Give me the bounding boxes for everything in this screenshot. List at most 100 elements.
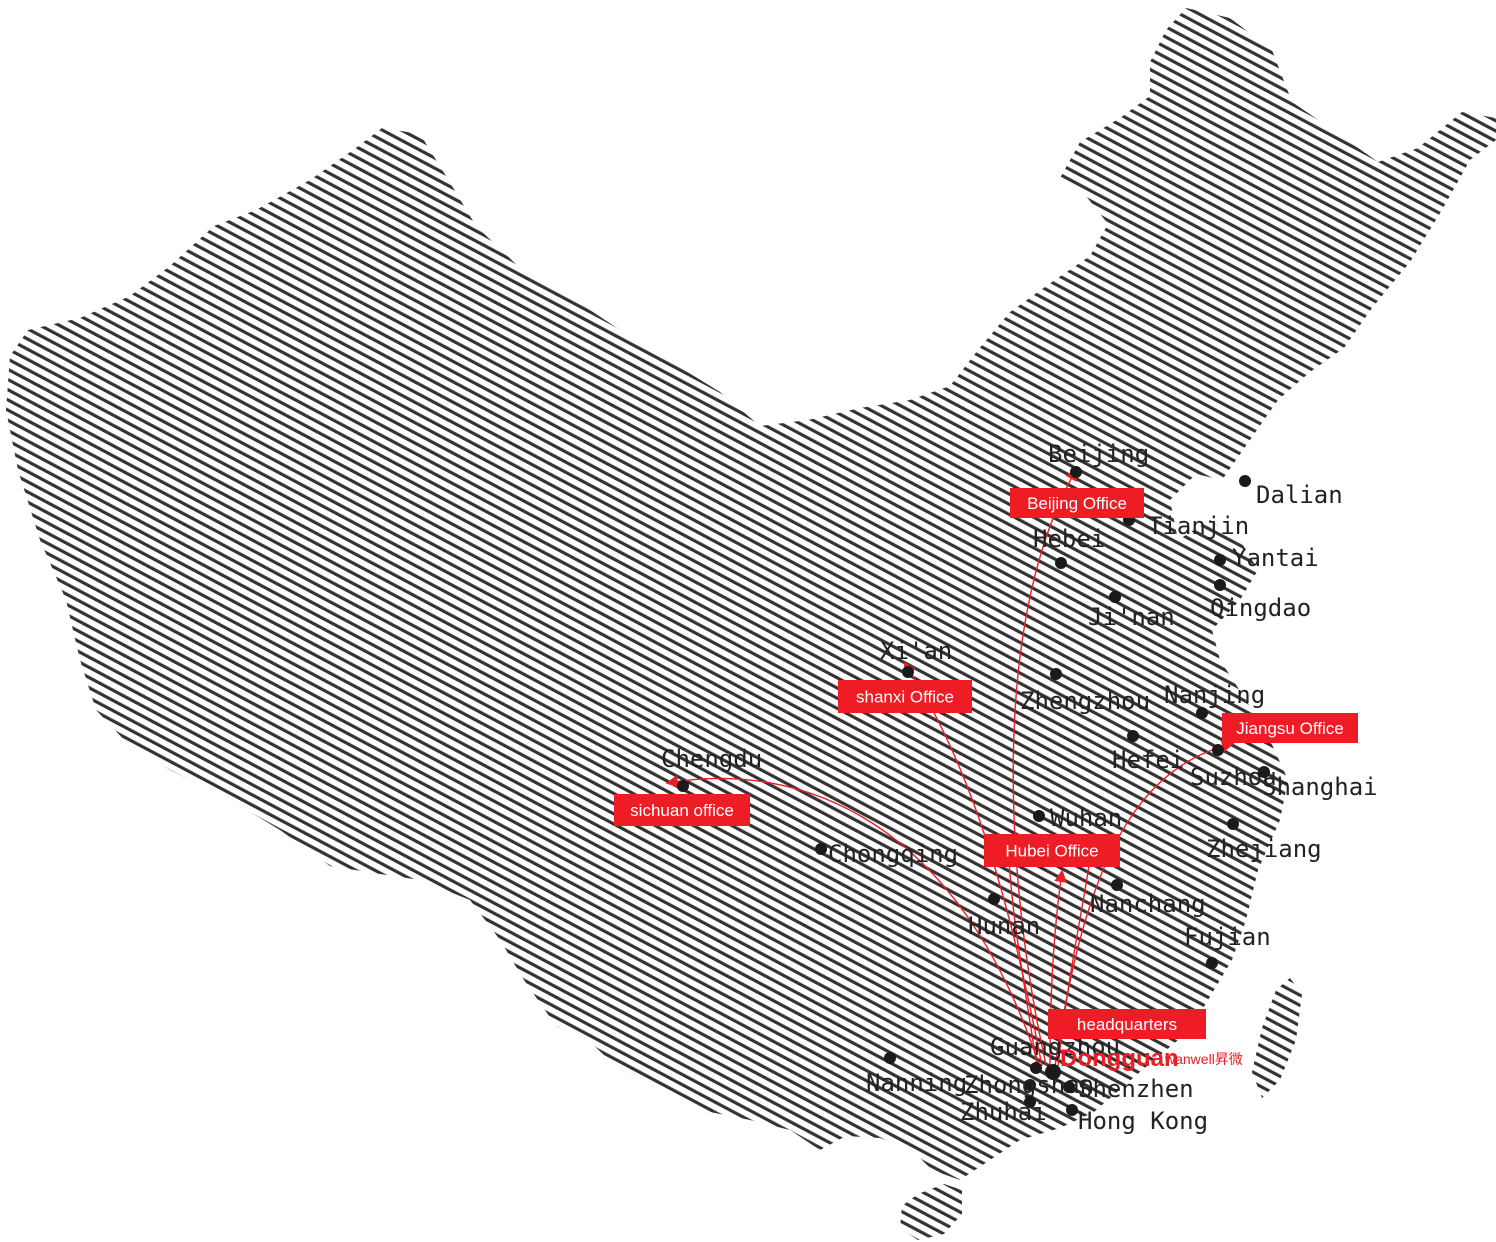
city-label: Xi'an (880, 637, 952, 665)
city-label: Zhuhai (960, 1098, 1047, 1126)
city-zhejiang: Zhejiang (1206, 818, 1322, 863)
city-label: Tianjin (1148, 512, 1249, 540)
city-dot (1063, 1081, 1075, 1093)
city-label: Nanning (866, 1069, 967, 1097)
city-zhengzhou: Zhengzhou (1020, 668, 1150, 715)
city-dot (1111, 879, 1123, 891)
city-dot (1214, 554, 1226, 566)
city-dalian: Dalian (1239, 475, 1343, 509)
city-hunan: Hunan (968, 893, 1040, 940)
city-chongqing: Chongqing (815, 840, 958, 868)
city-label: Dalian (1256, 481, 1343, 509)
office-tag-bg (1222, 713, 1358, 743)
city-hong-kong: Hong Kong (1066, 1104, 1208, 1135)
city-label: Zhejiang (1206, 835, 1322, 863)
city-dot (1070, 466, 1082, 478)
hq-city-label: Dongguan (1060, 1045, 1179, 1072)
city-label: Fujian (1184, 923, 1271, 951)
city-dot (988, 893, 1000, 905)
office-tag-label: Jiangsu Office (1236, 719, 1343, 738)
city-label: Shanghai (1262, 773, 1378, 801)
city-dot (1196, 707, 1208, 719)
city-label: Wuhan (1050, 804, 1122, 832)
city-dot (677, 780, 689, 792)
office-tag-hubei-office: Hubei Office (984, 834, 1120, 867)
office-tag-label: headquarters (1077, 1015, 1177, 1034)
city-hefei: Hefei (1112, 730, 1184, 774)
office-tag-label: Hubei Office (1005, 842, 1098, 861)
city-nanchang: Nanchang (1090, 879, 1206, 918)
city-dot (1024, 1096, 1036, 1108)
office-tag-bg (838, 680, 972, 713)
city-dot (1030, 1062, 1042, 1074)
city-dot (1109, 591, 1121, 603)
city-dot (1206, 957, 1218, 969)
city-dot (1127, 730, 1139, 742)
city-label: Hebei (1033, 525, 1105, 553)
city-label: Chengdu (661, 745, 762, 773)
city-dot (884, 1052, 896, 1064)
office-tag-shanxi-office: shanxi Office (838, 680, 972, 713)
city-fujian: Fujian (1184, 923, 1271, 969)
city-label: Qingdao (1210, 594, 1311, 622)
city-ji-nan: Ji'nan (1088, 591, 1175, 631)
city-label: Hunan (968, 912, 1040, 940)
office-tag-bg (1010, 488, 1144, 518)
mainland-shape (6, 8, 1496, 1180)
office-tag-headquarters: headquarters (1048, 1009, 1206, 1039)
city-label: Nanchang (1090, 890, 1206, 918)
china-landmass (6, 8, 1496, 1240)
hq-dot (1045, 1064, 1061, 1080)
city-dot (902, 666, 914, 678)
headquarters-marker: Dongguan wanwell昇微 (1045, 1045, 1243, 1080)
office-tag-bg (614, 794, 750, 826)
hainan-shape (900, 1184, 962, 1240)
city-label: Shenzhen (1078, 1075, 1194, 1103)
city-dot (1214, 579, 1226, 591)
office-tag-beijing-office: Beijing Office (1010, 488, 1144, 518)
city-zhuhai: Zhuhai (960, 1096, 1047, 1126)
office-tag-label: sichuan office (630, 801, 734, 820)
city-beijing: Beijing (1048, 440, 1149, 478)
city-dot (815, 843, 827, 855)
city-dot (1050, 668, 1062, 680)
city-label: Ji'nan (1088, 603, 1175, 631)
office-tag-bg (984, 834, 1120, 867)
city-dot (1066, 1104, 1078, 1116)
city-label: Beijing (1048, 440, 1149, 468)
brand-label: wanwell昇微 (1164, 1051, 1243, 1067)
office-tag-jiangsu-office: Jiangsu Office (1222, 713, 1358, 743)
city-shanghai: Shanghai (1258, 766, 1378, 801)
office-tag-sichuan-office: sichuan office (614, 794, 750, 826)
city-dot (1239, 475, 1251, 487)
city-dot (1033, 810, 1045, 822)
route-beijing (1012, 467, 1078, 1066)
city-shenzhen: Shenzhen (1063, 1075, 1194, 1103)
office-tag-label: shanxi Office (856, 688, 954, 707)
city-hebei: Hebei (1033, 525, 1105, 569)
office-tag-bg (1048, 1009, 1206, 1039)
city-dot (1227, 818, 1239, 830)
city-dot (1212, 744, 1224, 756)
city-label: Hefei (1112, 746, 1184, 774)
route-sichuan (665, 775, 1041, 1069)
city-label: Hong Kong (1078, 1107, 1208, 1135)
city-dot (1024, 1079, 1036, 1091)
city-qingdao: Qingdao (1210, 579, 1311, 622)
city-nanning: Nanning (866, 1052, 967, 1097)
taiwan-shape (1252, 978, 1302, 1098)
city-label: Zhengzhou (1020, 687, 1150, 715)
city-xi-an: Xi'an (880, 637, 952, 678)
city-wuhan: Wuhan (1033, 804, 1122, 832)
city-chengdu: Chengdu (661, 745, 762, 792)
city-label: Yantai (1232, 544, 1319, 572)
city-yantai: Yantai (1214, 544, 1319, 572)
city-label: Chongqing (828, 840, 958, 868)
city-markers: BeijingDalianTianjinHebeiYantaiQingdaoJi… (661, 440, 1378, 1135)
city-dot (1258, 766, 1270, 778)
city-dot (1055, 557, 1067, 569)
city-label: Nanjing (1164, 681, 1265, 709)
office-tag-label: Beijing Office (1027, 494, 1127, 513)
